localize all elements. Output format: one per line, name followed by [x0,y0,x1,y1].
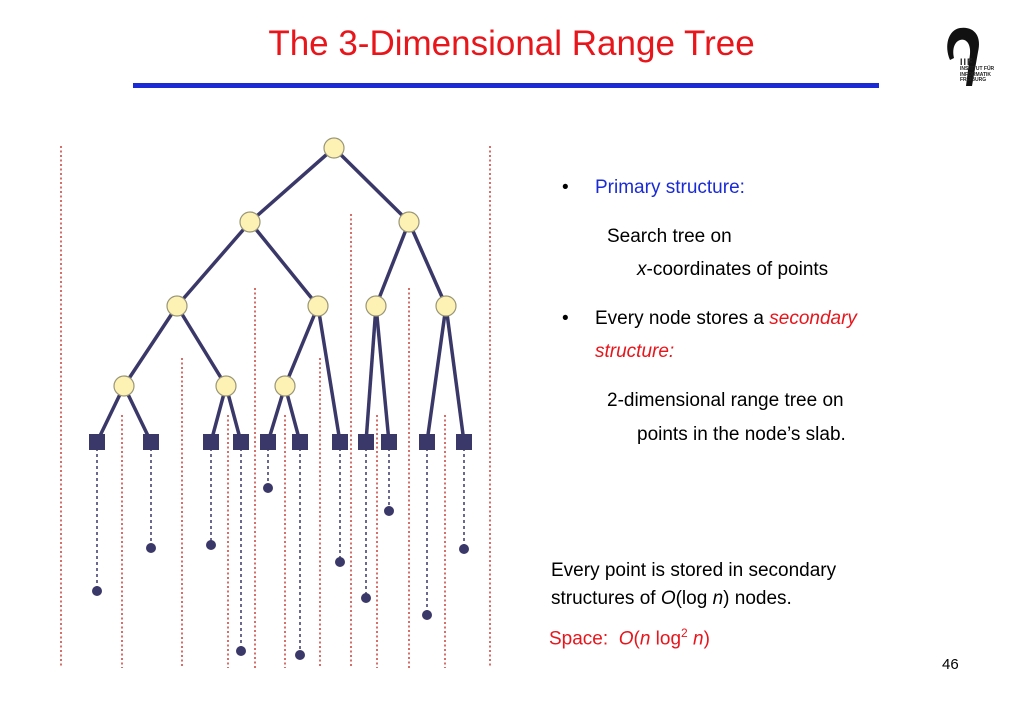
tree-node [307,295,329,317]
tree-node [113,375,135,397]
tree-edges [95,146,466,443]
logo-main-text: IIF [960,57,974,67]
edge [122,305,179,387]
space-n2: n [687,628,704,650]
edge [407,221,448,307]
point [384,506,394,516]
note-O: O [660,588,676,609]
logo-line-1: INSTITUT FÜR [960,66,995,72]
primary-detail-line1: Search tree on [607,226,732,247]
edge [444,305,466,443]
space-open: ( [633,628,640,650]
tree-node [166,295,188,317]
bullet-marker: • [562,308,569,329]
space-log: log [650,628,682,650]
point [459,544,469,554]
edge [374,221,411,307]
leaf-node [260,434,276,450]
x-rest: -coordinates of points [646,259,829,280]
space-n1: n [639,628,651,650]
space-complexity: Space: O(n log2 n) [549,626,710,650]
point [295,650,305,660]
leaf-node [89,434,105,450]
leaf-node [381,434,397,450]
title-underline [133,83,879,88]
primary-structure-label: Primary structure: [595,177,745,198]
point [263,483,273,493]
edge [175,305,228,387]
secondary-text: Every node stores a [595,308,770,329]
leaf-node [419,434,435,450]
note-n: n [712,588,724,609]
logo-line-2: INFORMATIK [960,71,992,78]
point-drop-lines [96,448,465,654]
leaf-node [203,434,219,450]
data-points [92,483,469,660]
point [92,586,102,596]
point [146,543,156,553]
x-italic: x [637,259,647,280]
edge [316,305,342,443]
page-number: 46 [942,656,959,673]
leaf-node [233,434,249,450]
edge [374,305,391,443]
note-line2: structures of O(log n) nodes. [551,588,792,610]
secondary-structure-line1: Every node stores a secondary [595,308,857,330]
bullet-marker: • [562,177,569,198]
tree-node [435,295,457,317]
edge [332,146,411,224]
point [422,610,432,620]
tree-node [215,375,237,397]
logo-caption: IIF INSTITUT FÜR INFORMATIK FREIBURG [960,58,994,84]
tree-node [398,211,420,233]
space-close: ) [703,628,710,650]
leaf-node [456,434,472,450]
slide-title: The 3-Dimensional Range Tree [268,24,755,63]
note-log: (log [675,588,713,609]
edge [364,305,378,443]
note-post: ) nodes. [723,588,792,609]
leaf-node [358,434,374,450]
secondary-emph: secondary [769,308,857,329]
edge [425,305,448,443]
space-exp: 2 [681,626,688,640]
space-O: O [618,628,634,650]
point [335,557,345,567]
secondary-structure-line2: structure: [595,341,674,363]
slab-lines [60,146,491,668]
space-label: Space: [549,628,609,650]
edge [175,220,252,308]
note-pre: structures of [551,588,661,609]
tree-node [274,375,296,397]
structure-emph: structure: [595,341,675,362]
point [236,646,246,656]
leaf-node [292,434,308,450]
edge [248,220,320,308]
edge [248,146,336,224]
tree-node [239,211,261,233]
leaf-nodes [89,434,472,450]
note-line1: Every point is stored in secondary [551,560,837,581]
secondary-detail-line1: 2-dimensional range tree on [607,390,844,411]
tree-node [365,295,387,317]
point [361,593,371,603]
freiburg-logo-icon [947,27,980,86]
primary-detail-line2: x-coordinates of points [637,259,828,281]
logo-line-3: FREIBURG [960,77,987,83]
point [206,540,216,550]
leaf-node [332,434,348,450]
root-node [323,137,345,159]
internal-nodes [113,137,457,397]
secondary-detail-line2: points in the node’s slab. [637,424,846,445]
leaf-node [143,434,159,450]
edge [283,305,320,387]
